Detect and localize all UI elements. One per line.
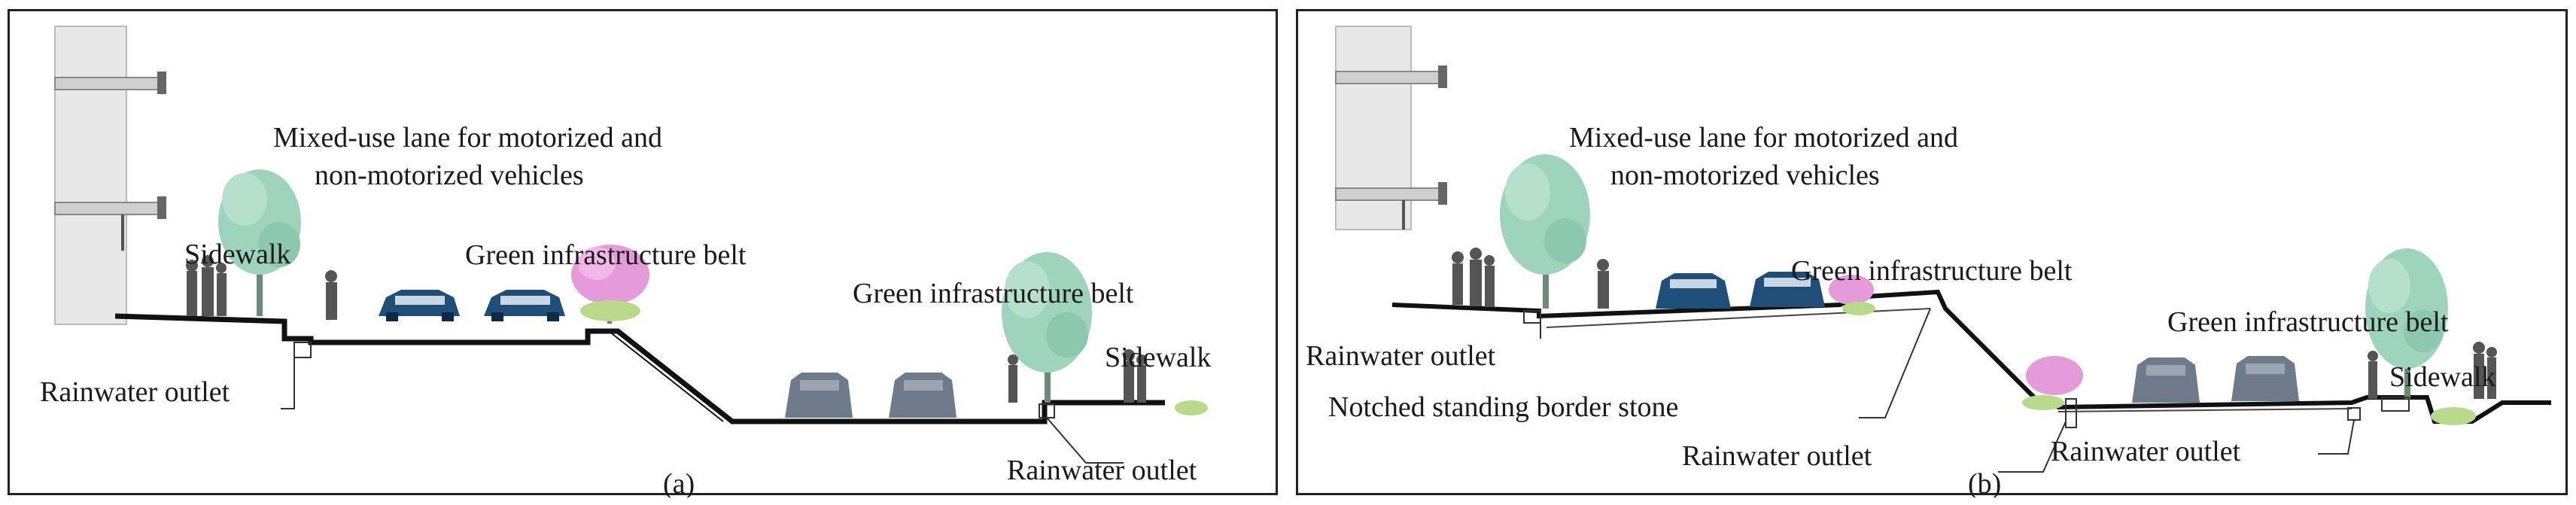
label-rainwater-outlet-1: Rainwater outlet — [1306, 340, 1496, 372]
label-sidewalk-right: Sidewalk — [1105, 342, 1211, 373]
building — [54, 26, 166, 325]
car-blue-2 — [484, 290, 565, 321]
tree-left — [1500, 154, 1590, 309]
title-line-2: non-motorized vehicles — [315, 160, 584, 191]
label-rainwater-outlet-2: Rainwater outlet — [1682, 440, 1872, 472]
panel-b-diagram: Mixed-use lane for motorized and non-mot… — [1306, 26, 2551, 497]
tree-left — [218, 169, 301, 316]
caption-b: (b) — [1968, 468, 2001, 497]
tree-pink-1 — [1829, 275, 1875, 315]
car-blue-2 — [1750, 272, 1825, 307]
tree-pink-2 — [2022, 356, 2083, 410]
car-gray-2 — [889, 373, 956, 418]
caption-a: (a) — [663, 468, 695, 497]
title-line-1: Mixed-use lane for motorized and — [273, 122, 662, 154]
car-blue-1 — [1656, 273, 1731, 309]
car-gray-2 — [2231, 356, 2299, 401]
label-rainwater-outlet-3: Rainwater outlet — [2051, 436, 2241, 467]
tree-right — [2365, 248, 2476, 425]
panel-a: Mixed-use lane for motorized and non-mot… — [8, 9, 1278, 497]
pedestrians-left — [186, 255, 337, 320]
pedestrians-left — [1452, 248, 1609, 309]
label-green-belt-2: Green infrastructure belt — [853, 278, 1134, 309]
label-rainwater-outlet-1: Rainwater outlet — [40, 376, 230, 408]
car-gray-1 — [2132, 357, 2200, 403]
pedestrians-right — [2368, 342, 2497, 399]
tree-right — [1002, 252, 1208, 415]
outlet-marker-1 — [293, 342, 312, 358]
car-gray-1 — [785, 373, 853, 418]
title-line-2: non-motorized vehicles — [1610, 160, 1880, 191]
tree-pink-left — [571, 245, 649, 324]
label-notched-stone: Notched standing border stone — [1328, 391, 1678, 423]
pedestrians-right — [1008, 349, 1147, 403]
label-sidewalk-right: Sidewalk — [2389, 361, 2495, 393]
title-line-1: Mixed-use lane for motorized and — [1569, 122, 1958, 154]
label-green-belt-1: Green infrastructure belt — [465, 239, 747, 271]
building — [1335, 26, 1447, 230]
outlet-marker-3 — [2347, 407, 2361, 421]
outlet-marker-2 — [2065, 398, 2077, 428]
panel-a-diagram: Mixed-use lane for motorized and non-mot… — [40, 26, 1211, 497]
panel-b: Mixed-use lane for motorized and non-mot… — [1296, 9, 2568, 497]
label-green-belt-1: Green infrastructure belt — [1791, 255, 2073, 287]
label-sidewalk-left: Sidewalk — [184, 239, 290, 270]
label-rainwater-outlet-2: Rainwater outlet — [1007, 455, 1197, 486]
label-green-belt-2: Green infrastructure belt — [2167, 306, 2449, 338]
car-blue-1 — [379, 290, 460, 321]
